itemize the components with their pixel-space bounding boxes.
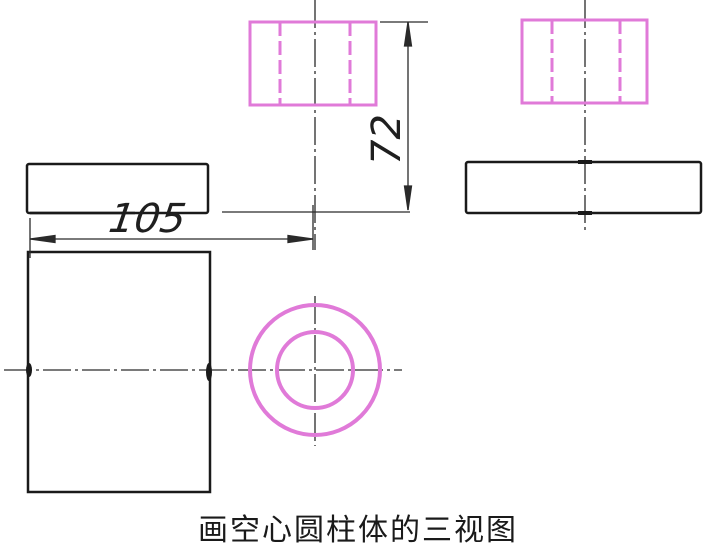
dimension-width <box>29 205 410 258</box>
right-plate-view <box>464 160 703 215</box>
top-view-concentric-circles <box>248 303 382 437</box>
side-view-outline <box>520 18 649 105</box>
side-view-hollow-cylinder <box>520 18 649 105</box>
caption: 画空心圆柱体的三视图 <box>198 513 518 548</box>
front-view-outline <box>248 20 378 107</box>
arrow-right-icon <box>287 234 314 244</box>
dimension-height <box>380 21 428 211</box>
bottom-block-view <box>26 250 212 494</box>
front-view-hollow-cylinder <box>248 20 378 107</box>
arrow-up-icon <box>403 21 413 47</box>
inner-circle <box>275 330 355 410</box>
dimension-label-72: 72 <box>364 114 410 165</box>
arrow-left-icon <box>29 234 56 244</box>
arrow-down-icon <box>403 185 413 211</box>
dimension-label-105: 105 <box>106 196 189 242</box>
outer-circle <box>248 303 382 437</box>
centerlines <box>4 0 586 446</box>
axis-tick-marks <box>26 160 592 381</box>
